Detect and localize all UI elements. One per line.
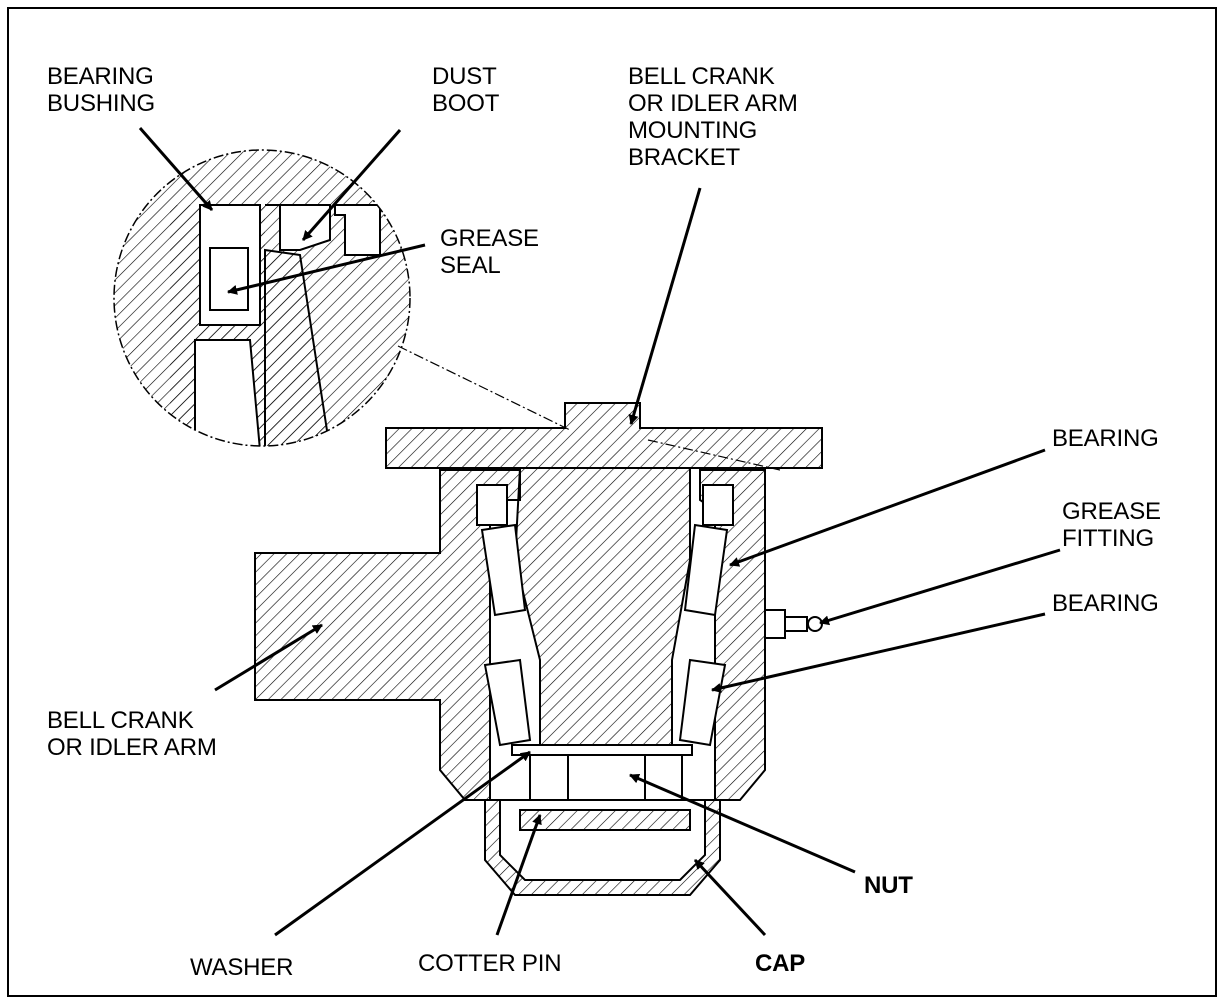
leader-grease-fitting: [819, 548, 1061, 626]
detail-view: [113, 149, 411, 447]
leader-lines: [138, 127, 1061, 937]
leader-dust-boot: [301, 129, 402, 241]
label-grease-seal: GREASE SEAL: [440, 225, 539, 279]
label-washer: WASHER: [190, 954, 294, 981]
leader-bearing-lower: [711, 612, 1046, 693]
cap-shape: [484, 799, 721, 896]
diagram-frame: [7, 7, 1217, 997]
leader-bell-crank: [214, 623, 323, 692]
leader-nut: [629, 773, 856, 874]
label-grease-fitting: GREASE FITTING: [1062, 498, 1161, 552]
detail-projection-line: [397, 345, 571, 431]
leader-bearing-bushing: [138, 127, 214, 211]
label-bell-crank: BELL CRANK OR IDLER ARM: [47, 707, 217, 761]
label-cap: CAP: [755, 950, 806, 977]
mounting-bracket-shape: [385, 402, 823, 469]
spindle-shape: [513, 467, 691, 746]
upper-bearings: [476, 484, 734, 617]
leader-mounting-bracket: [628, 187, 702, 425]
label-cotter-pin: COTTER PIN: [418, 950, 562, 977]
label-dust-boot: DUST BOOT: [432, 63, 500, 117]
leader-washer: [274, 750, 531, 937]
label-mounting-bracket: BELL CRANK OR IDLER ARM MOUNTING BRACKET: [628, 63, 798, 171]
label-bearing-lower: BEARING: [1052, 590, 1159, 617]
grease-fitting-shape: [764, 609, 823, 639]
label-bearing-upper: BEARING: [1052, 425, 1159, 452]
label-nut: NUT: [864, 872, 913, 899]
label-bearing-bushing: BEARING BUSHING: [47, 63, 155, 117]
leader-cap: [693, 858, 767, 937]
leader-cotter-pin: [495, 814, 542, 936]
lower-bearings: [483, 658, 727, 747]
nut-shape: [511, 744, 693, 806]
leader-grease-seal: [227, 243, 426, 295]
leader-bearing-upper: [729, 448, 1046, 567]
